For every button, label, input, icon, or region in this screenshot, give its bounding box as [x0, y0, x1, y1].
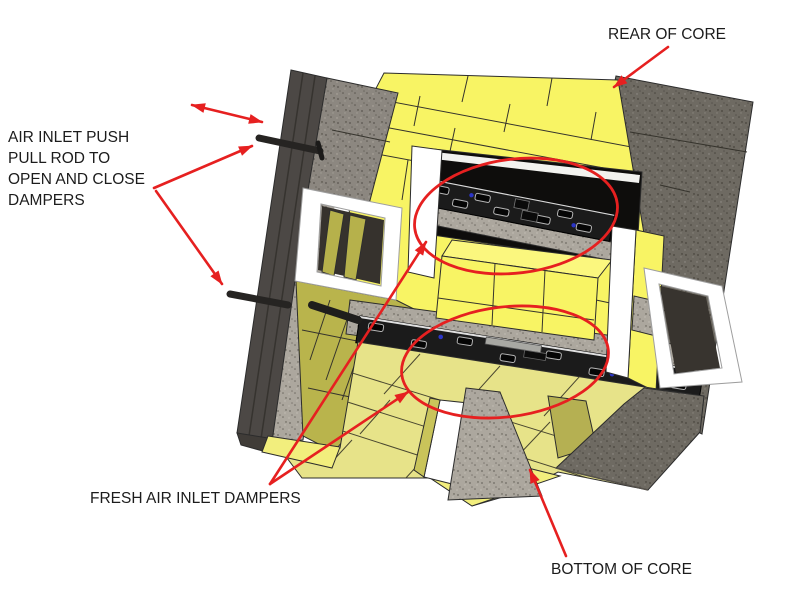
firebox-opening	[407, 145, 643, 279]
lower-damper-ellipse	[400, 304, 610, 420]
arrow-bottom-of-core	[528, 468, 568, 558]
label-rear-of-core: REAR OF CORE	[608, 26, 726, 43]
label-air-inlet-push-pull-rod: AIR INLET PUSH PULL ROD TO OPEN AND CLOS…	[8, 129, 145, 209]
right-channel-frame	[643, 267, 743, 389]
upper-damper-ellipse	[413, 156, 619, 276]
left-frame-white-channel	[294, 187, 403, 301]
left-air-channel-wall	[413, 397, 441, 478]
push-pull-double-arrow	[190, 103, 264, 124]
core-3d-model	[226, 69, 754, 507]
label-fresh-air-inlet-dampers: FRESH AIR INLET DAMPERS	[90, 490, 301, 507]
push-rod-upper	[255, 134, 325, 161]
annotations	[152, 45, 670, 558]
left-wall-plank-lines	[248, 72, 316, 440]
right-frame-white-channel	[643, 267, 743, 389]
screw-dot	[469, 193, 474, 198]
middle-brick-block	[435, 239, 613, 341]
left-channel-frame	[294, 187, 403, 301]
label-bottom-of-core: BOTTOM OF CORE	[551, 561, 692, 578]
block-front-face	[435, 255, 599, 341]
base-granite-wedge	[554, 387, 705, 491]
upper-damper-handle	[513, 198, 530, 211]
screw-dot	[571, 223, 576, 228]
arrow-to-lower-damper	[268, 390, 410, 486]
floor-step-front	[261, 435, 341, 469]
opening-lintel-channel	[426, 151, 640, 183]
arrow-to-upper-damper	[268, 240, 428, 486]
arrow-rear-of-core	[612, 45, 670, 89]
arrow-to-upper-rod	[152, 144, 254, 190]
screw-dot	[438, 334, 444, 340]
lower-damper-handle	[523, 349, 547, 361]
arrow-to-lower-rod	[154, 189, 224, 286]
right-frame-cavity	[660, 286, 720, 373]
right-white-strip	[605, 225, 637, 379]
left-frame-inner-brick	[343, 214, 367, 281]
granite-joint	[331, 129, 391, 143]
push-rod-lower	[226, 290, 362, 324]
upper-damper-handle-tab	[520, 209, 539, 223]
lower-damper-slide-bar	[484, 336, 543, 354]
base-wedge-edge	[555, 467, 649, 491]
